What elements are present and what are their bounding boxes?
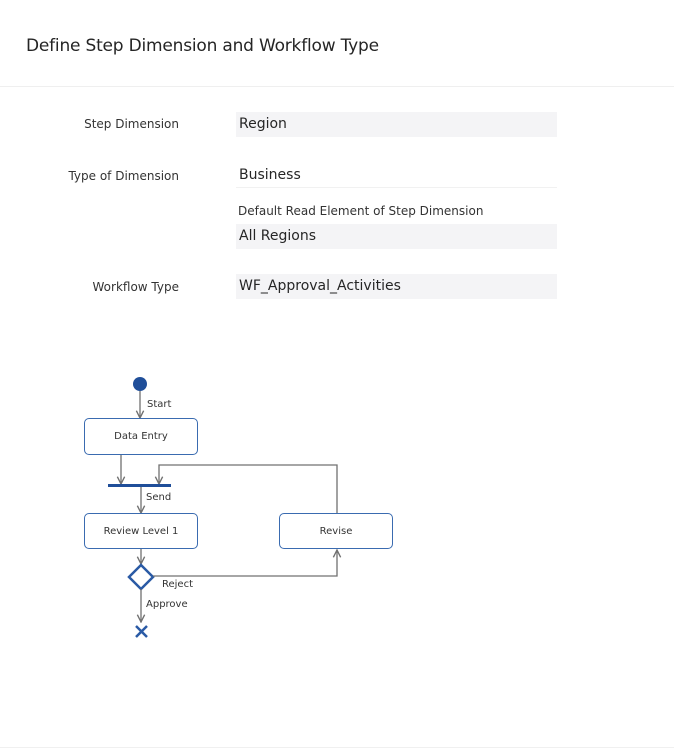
- workflow-type-field[interactable]: WF_Approval_Activities: [236, 274, 557, 299]
- review-level-1-node: Review Level 1: [84, 513, 198, 549]
- workflow-type-label: Workflow Type: [92, 280, 179, 294]
- page-title: Define Step Dimension and Workflow Type: [26, 36, 379, 56]
- step-dimension-label: Step Dimension: [84, 117, 179, 131]
- end-node-icon: [135, 625, 148, 638]
- send-edge-label: Send: [146, 492, 172, 503]
- reject-edge-label: Reject: [162, 579, 194, 590]
- footer-divider: [0, 747, 674, 748]
- revise-node: Revise: [279, 513, 393, 549]
- default-read-element-label: Default Read Element of Step Dimension: [238, 204, 484, 218]
- sync-bar: [108, 484, 171, 487]
- decision-diamond-icon: [127, 563, 155, 591]
- start-edge-label: Start: [147, 399, 172, 410]
- approve-edge-label: Approve: [146, 599, 188, 610]
- data-entry-node: Data Entry: [84, 418, 198, 455]
- type-of-dimension-label: Type of Dimension: [68, 169, 179, 183]
- page-header: Define Step Dimension and Workflow Type: [0, 0, 674, 87]
- default-read-element-field[interactable]: All Regions: [236, 224, 557, 249]
- step-dimension-field[interactable]: Region: [236, 112, 557, 137]
- start-node-icon: [133, 377, 147, 391]
- type-of-dimension-value: Business: [236, 163, 557, 188]
